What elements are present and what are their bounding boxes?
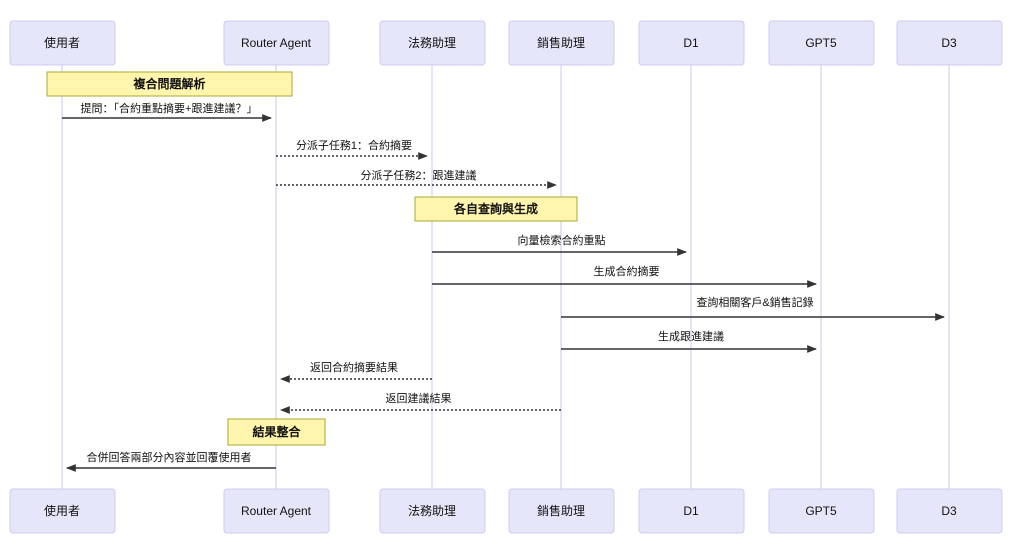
participant-label-router: Router Agent <box>241 504 312 518</box>
message-label-m4: 向量檢索合約重點 <box>518 233 606 247</box>
message-label-m1: 提問：「合約重點摘要+跟進建議？」 <box>81 101 258 115</box>
participant-box-legal[interactable] <box>379 20 486 66</box>
participant-d1-top[interactable]: D1 <box>638 20 745 66</box>
message-label-m8: 返回合約摘要結果 <box>310 360 398 374</box>
participant-legal-bottom[interactable]: 法務助理 <box>379 488 486 534</box>
note-analysis: 複合問題解析 <box>46 71 293 97</box>
messages-group: 提問：「合約重點摘要+跟進建議？」分派子任務1：合約摘要分派子任務2：跟進建議向… <box>62 101 945 472</box>
note-analysis-box <box>46 71 293 97</box>
participant-d3-bottom[interactable]: D3 <box>896 488 1003 534</box>
participant-d1-bottom[interactable]: D1 <box>638 488 745 534</box>
participant-label-gpt5: GPT5 <box>805 36 837 50</box>
participant-sales-bottom[interactable]: 銷售助理 <box>508 488 615 534</box>
participant-label-sales: 銷售助理 <box>537 35 585 50</box>
note-integrate-box <box>227 418 326 446</box>
message-label-m2: 分派子任務1：合約摘要 <box>296 138 412 152</box>
participant-label-legal: 法務助理 <box>408 504 456 518</box>
note-integrate-label: 結果整合 <box>252 424 301 439</box>
message-m9: 返回建議結果 <box>280 391 561 414</box>
note-integrate: 結果整合 <box>227 418 326 446</box>
participant-label-legal: 法務助理 <box>408 36 456 50</box>
message-m2: 分派子任務1：合約摘要 <box>276 138 428 160</box>
participant-box-router[interactable] <box>223 488 330 534</box>
message-label-m3: 分派子任務2：跟進建議 <box>360 168 476 182</box>
participant-user-top[interactable]: 使用者 <box>9 20 116 66</box>
participant-label-d1: D1 <box>683 504 699 518</box>
participant-box-gpt5[interactable] <box>768 20 875 66</box>
participant-legal-top[interactable]: 法務助理 <box>379 20 486 66</box>
participant-router-bottom[interactable]: Router Agent <box>223 488 330 534</box>
message-label-m10: 合併回答兩部分內容並回覆使用者 <box>87 450 252 464</box>
participant-box-user[interactable] <box>9 488 116 534</box>
note-query-gen-box <box>414 196 578 222</box>
participant-user-bottom[interactable]: 使用者 <box>9 488 116 534</box>
message-m8: 返回合約摘要結果 <box>280 360 432 383</box>
message-m4: 向量檢索合約重點 <box>432 233 687 256</box>
message-label-m6: 查詢相關客戶&銷售記錄 <box>696 295 813 309</box>
message-m3: 分派子任務2：跟進建議 <box>276 168 557 189</box>
participants-bottom-group: 使用者 Router Agent 法務助理 銷售助理 D1 GPT5 D3 <box>9 488 1003 534</box>
participant-box-gpt5[interactable] <box>768 488 875 534</box>
message-label-m7: 生成跟進建議 <box>658 329 724 343</box>
participant-box-legal[interactable] <box>379 488 486 534</box>
note-query-gen: 各自查詢與生成 <box>414 196 578 222</box>
participant-d3-top[interactable]: D3 <box>896 20 1003 66</box>
participant-box-router[interactable] <box>223 20 330 66</box>
participant-label-d3: D3 <box>941 36 957 50</box>
participant-box-d1[interactable] <box>638 20 745 66</box>
participants-top-group: 使用者 Router Agent 法務助理 銷售助理 D1 GPT5 D3 <box>9 20 1003 66</box>
note-query-gen-label: 各自查詢與生成 <box>453 201 538 216</box>
message-m1: 提問：「合約重點摘要+跟進建議？」 <box>62 101 272 122</box>
participant-label-gpt5: GPT5 <box>805 504 837 518</box>
participant-box-d1[interactable] <box>638 488 745 534</box>
participant-label-d3: D3 <box>941 504 957 518</box>
participant-box-d3[interactable] <box>896 488 1003 534</box>
message-label-m5: 生成合約摘要 <box>594 264 660 278</box>
message-m7: 生成跟進建議 <box>561 329 817 353</box>
participant-label-user: 使用者 <box>44 503 80 518</box>
participant-label-d1: D1 <box>683 36 699 50</box>
lifelines-group <box>61 65 950 489</box>
participant-box-d3[interactable] <box>896 20 1003 66</box>
message-m6: 查詢相關客戶&銷售記錄 <box>561 295 945 321</box>
participant-box-user[interactable] <box>9 20 116 66</box>
message-m10: 合併回答兩部分內容並回覆使用者 <box>66 450 276 472</box>
message-label-m9: 返回建議結果 <box>386 391 452 405</box>
participant-label-router: Router Agent <box>241 36 312 50</box>
note-analysis-label: 複合問題解析 <box>132 76 205 91</box>
participant-label-user: 使用者 <box>44 35 80 50</box>
participant-gpt5-top[interactable]: GPT5 <box>768 20 875 66</box>
participant-label-sales: 銷售助理 <box>537 503 585 518</box>
participant-gpt5-bottom[interactable]: GPT5 <box>768 488 875 534</box>
participant-box-sales[interactable] <box>508 20 615 66</box>
message-m5: 生成合約摘要 <box>432 264 817 288</box>
participant-box-sales[interactable] <box>508 488 615 534</box>
participant-router-top[interactable]: Router Agent <box>223 20 330 66</box>
participant-sales-top[interactable]: 銷售助理 <box>508 20 615 66</box>
